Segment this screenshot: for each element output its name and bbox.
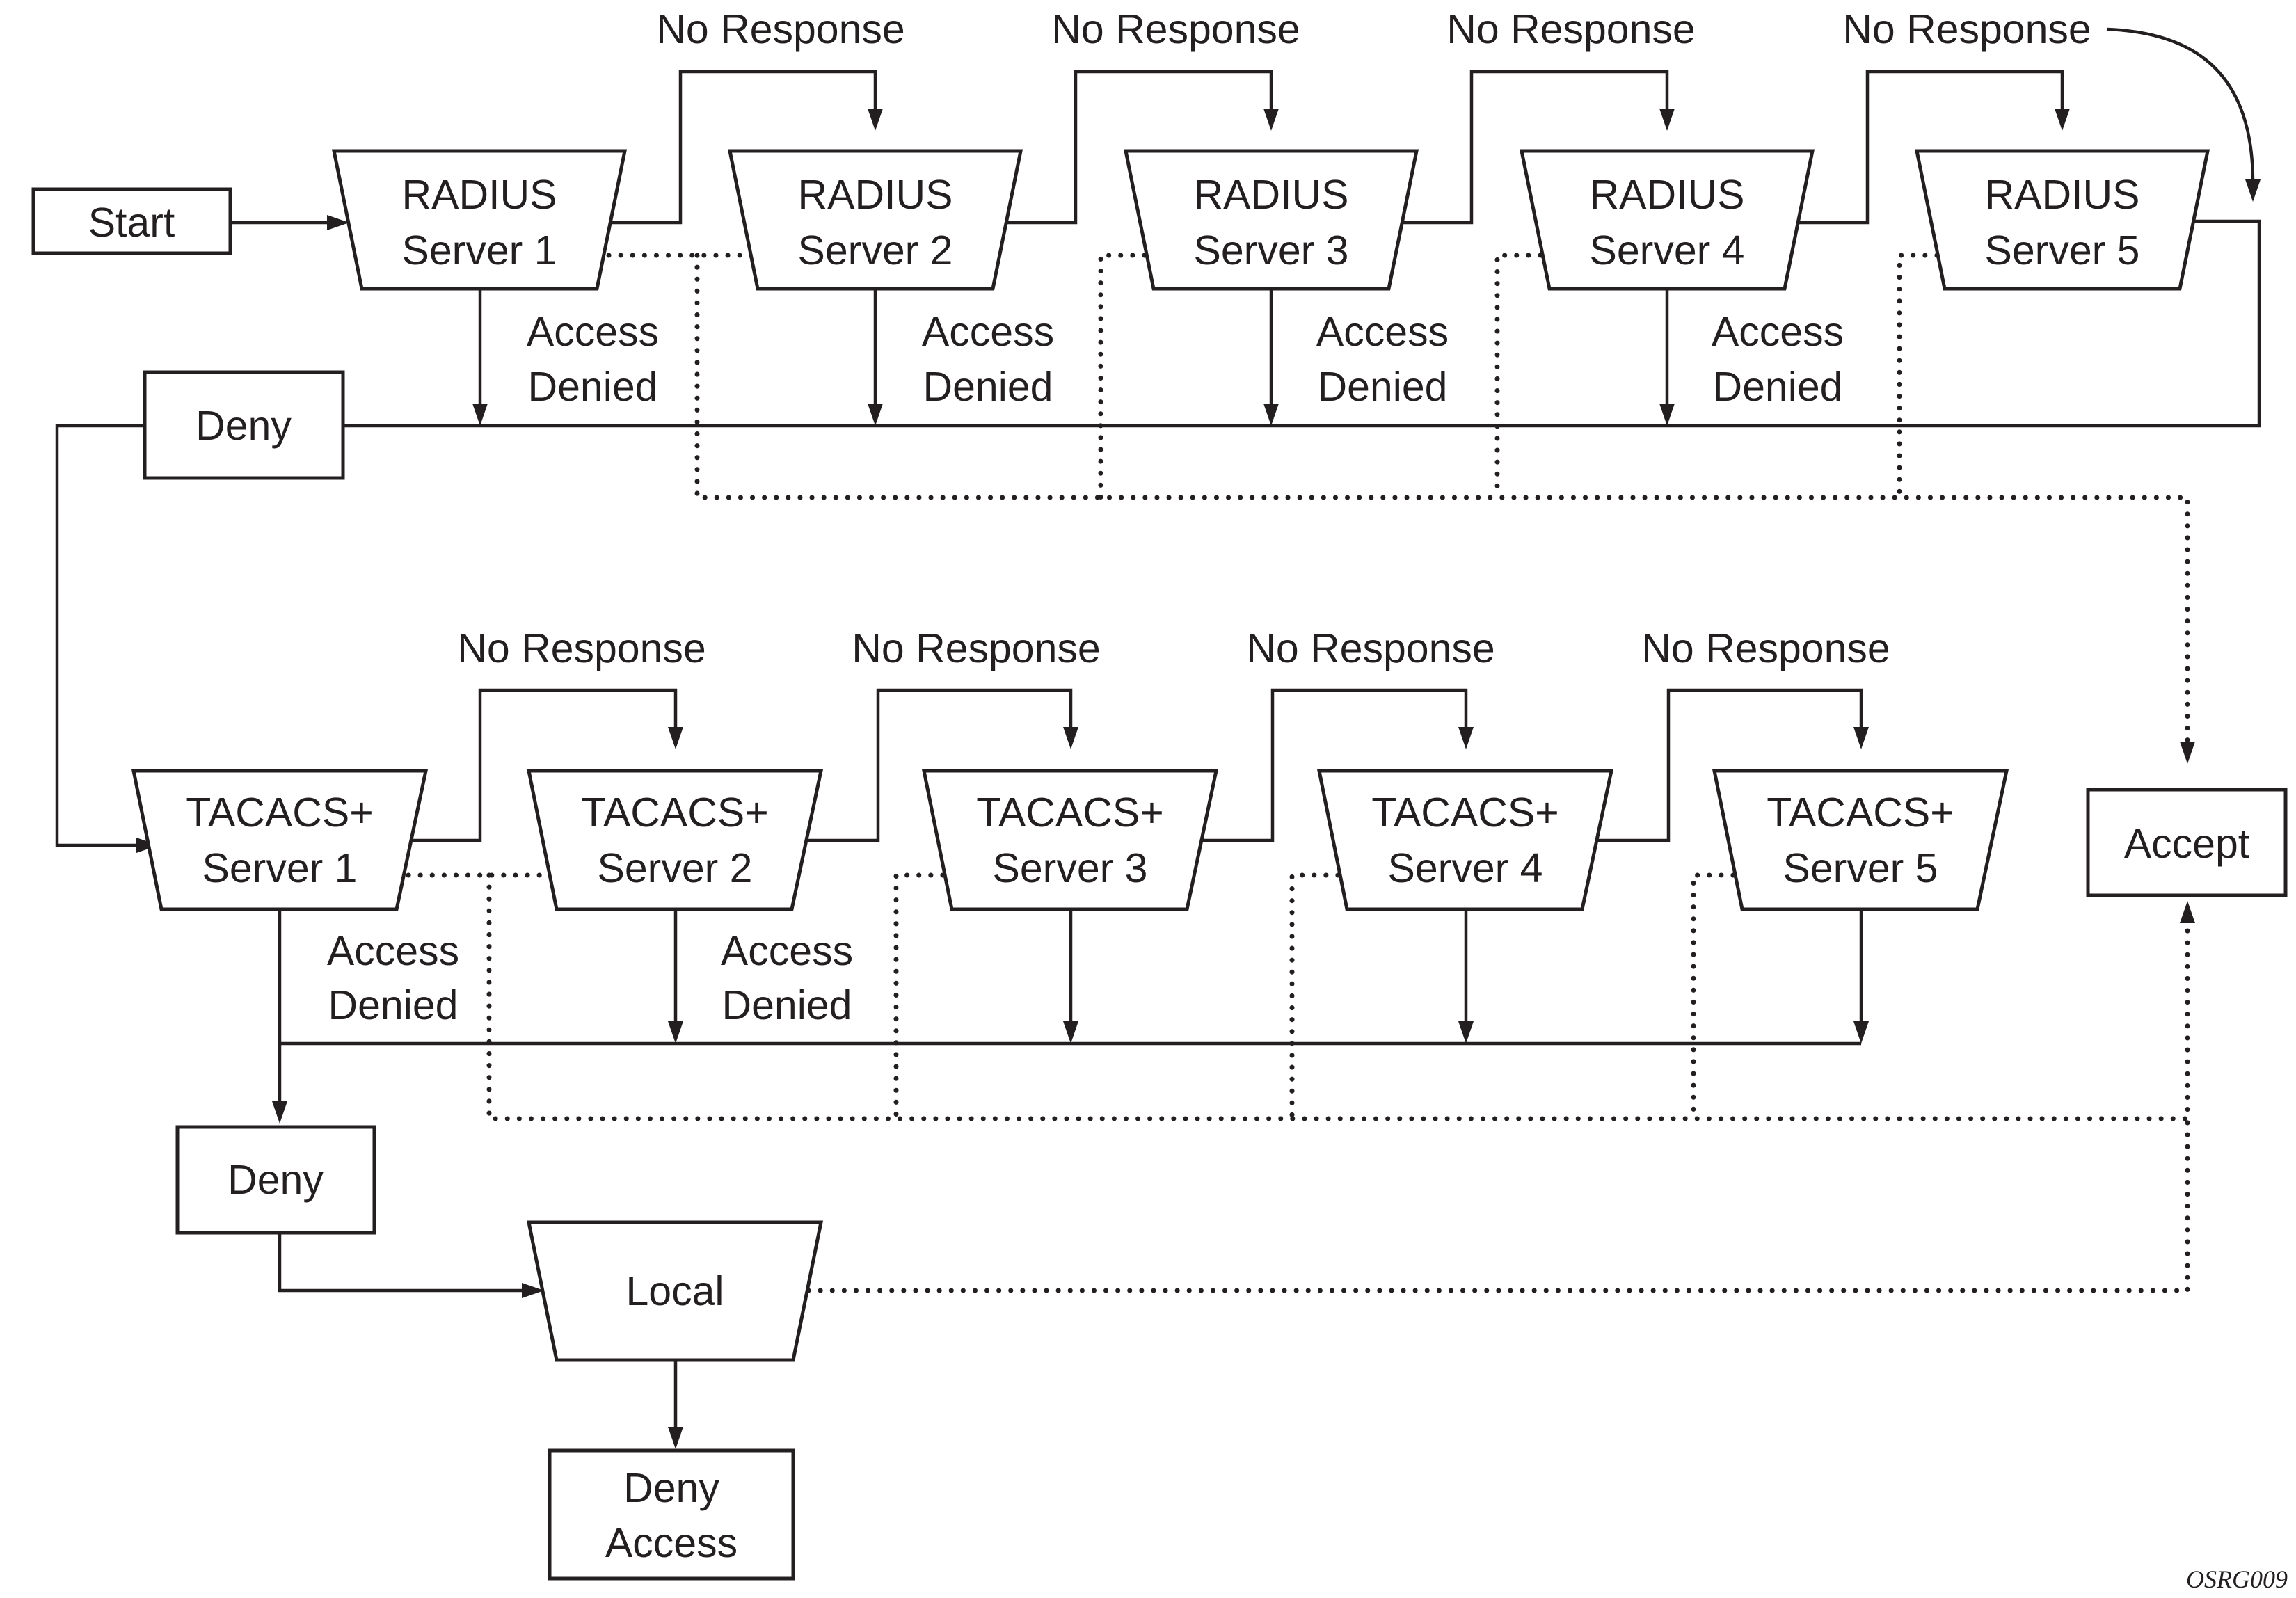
deny-access-label: Access <box>605 1520 738 1566</box>
radius-server-label: Server 3 <box>1194 227 1349 273</box>
local-label: Local <box>625 1268 724 1314</box>
radius-server-2: RADIUS Server 2 <box>727 149 1023 291</box>
access-denied-label: Access <box>327 928 459 974</box>
no-response-label: No Response <box>656 6 905 52</box>
no-response-labels: No Response No Response No Response No R… <box>457 6 2091 671</box>
radius-deny-node: Deny <box>143 370 345 480</box>
access-denied-label: Denied <box>923 364 1053 410</box>
no-response-label: No Response <box>1051 6 1300 52</box>
deny-access-label: Deny <box>623 1465 719 1511</box>
tacacs-server-1: TACACS+ Server 1 <box>131 769 429 911</box>
tacacs-server-label: TACACS+ <box>976 790 1163 836</box>
tacacs-server-3: TACACS+ Server 3 <box>921 769 1219 911</box>
tacacs-deny-node: Deny <box>175 1125 376 1235</box>
radius-server-label: RADIUS <box>1590 172 1745 218</box>
tacacs-server-5: TACACS+ Server 5 <box>1712 769 2009 911</box>
radius-server-label: RADIUS <box>1194 172 1349 218</box>
tacacs-server-label: TACACS+ <box>581 790 768 836</box>
dotted-connectors <box>406 253 2190 1293</box>
tacacs-server-label: Server 2 <box>598 845 753 891</box>
no-response-label: No Response <box>457 625 706 671</box>
access-denied-label: Access <box>527 309 659 355</box>
access-denied-label: Denied <box>528 364 658 410</box>
access-denied-label: Access <box>922 309 1054 355</box>
tacacs-server-4: TACACS+ Server 4 <box>1316 769 1614 911</box>
radius-server-label: Server 1 <box>402 227 557 273</box>
radius-server-label: RADIUS <box>1985 172 2140 218</box>
no-response-label: No Response <box>1641 625 1890 671</box>
local-node: Local <box>526 1220 824 1362</box>
deny-label: Deny <box>196 403 292 449</box>
accept-label: Accept <box>2124 821 2249 867</box>
radius-server-label: Server 5 <box>1985 227 2140 273</box>
access-denied-label: Access <box>1712 309 1844 355</box>
tacacs-server-2: TACACS+ Server 2 <box>526 769 824 911</box>
no-response-label: No Response <box>1842 6 2091 52</box>
radius-server-label: Server 4 <box>1590 227 1745 273</box>
figure-code: OSRG009 <box>2186 1565 2288 1593</box>
access-denied-label: Access <box>721 928 853 974</box>
no-response-label: No Response <box>852 625 1101 671</box>
radius-server-1: RADIUS Server 1 <box>331 149 628 291</box>
tacacs-server-label: Server 1 <box>202 845 358 891</box>
tacacs-server-label: TACACS+ <box>1371 790 1558 836</box>
access-denied-label: Denied <box>722 982 852 1028</box>
tacacs-server-label: Server 4 <box>1388 845 1543 891</box>
deny-label: Deny <box>228 1157 324 1203</box>
solid-connectors <box>55 27 2261 1430</box>
no-response-label: No Response <box>1246 625 1495 671</box>
radius-server-5: RADIUS Server 5 <box>1914 149 2210 291</box>
tacacs-server-label: Server 3 <box>993 845 1148 891</box>
access-denied-label: Denied <box>328 982 459 1028</box>
access-denied-labels: Access Denied Access Denied Access Denie… <box>327 309 1844 1028</box>
tacacs-server-label: TACACS+ <box>186 790 373 836</box>
radius-server-label: RADIUS <box>402 172 557 218</box>
radius-server-3: RADIUS Server 3 <box>1123 149 1419 291</box>
start-node: Start <box>31 187 232 255</box>
access-denied-label: Denied <box>1713 364 1843 410</box>
radius-server-4: RADIUS Server 4 <box>1519 149 1815 291</box>
accept-node: Accept <box>2086 788 2288 897</box>
arrowheads <box>136 109 2261 1449</box>
radius-server-label: RADIUS <box>798 172 953 218</box>
radius-server-label: Server 2 <box>798 227 953 273</box>
access-denied-label: Denied <box>1318 364 1448 410</box>
start-label: Start <box>88 200 175 246</box>
no-response-label: No Response <box>1446 6 1696 52</box>
access-denied-label: Access <box>1316 309 1449 355</box>
tacacs-server-label: TACACS+ <box>1767 790 1954 836</box>
tacacs-server-label: Server 5 <box>1783 845 1938 891</box>
deny-access-node: Deny Access <box>548 1448 795 1581</box>
